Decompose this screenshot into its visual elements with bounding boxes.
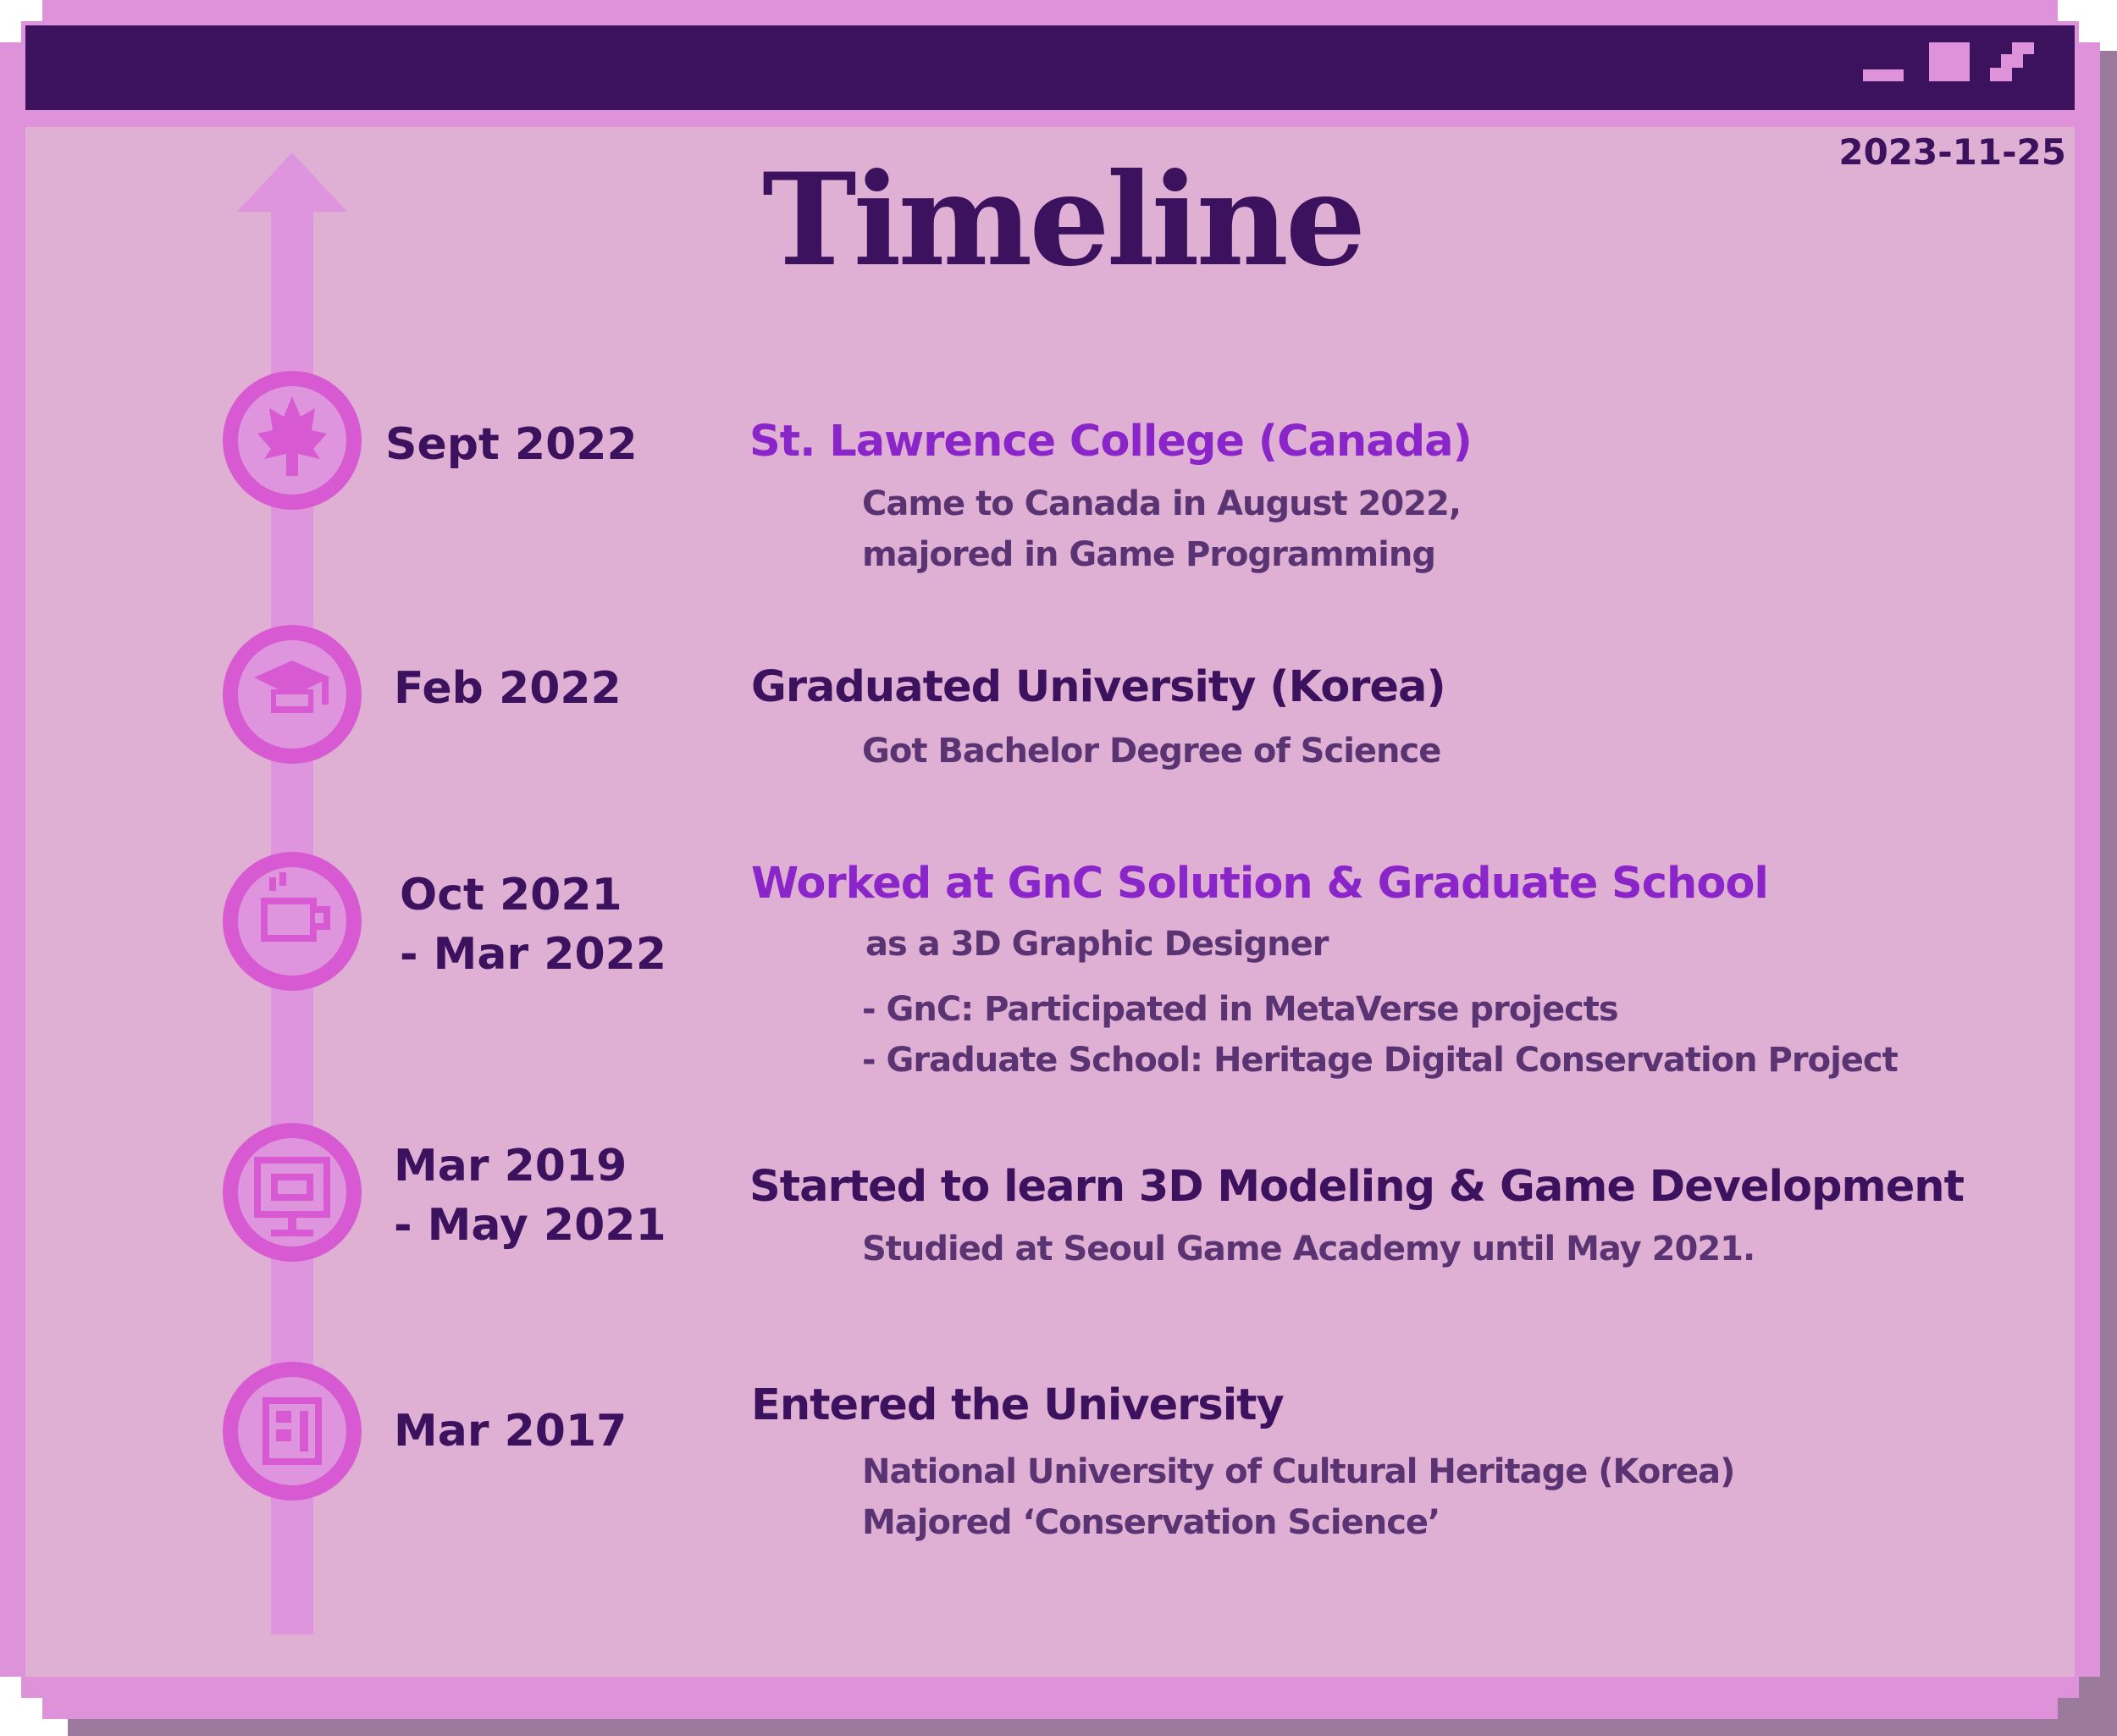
event-date: Feb 2022 — [394, 663, 622, 714]
event-heading: Started to learn 3D Modeling & Game Deve… — [749, 1162, 1965, 1212]
graduation-cap-icon — [220, 618, 364, 771]
event-details: Got Bachelor Degree of Science — [862, 732, 1441, 771]
minimize-icon[interactable] — [1863, 69, 1904, 81]
event-details: Came to Canada in August 2022, majored i… — [862, 484, 1462, 574]
timeline-node — [220, 618, 364, 771]
event-details: Studied at Seoul Game Academy until May … — [862, 1230, 1755, 1269]
event-heading: Worked at GnC Solution & Graduate School — [751, 859, 1769, 909]
timeline-node — [220, 364, 364, 517]
event-heading: Entered the University — [751, 1380, 1285, 1430]
close-icon[interactable] — [1990, 42, 2034, 81]
window-content — [25, 127, 2075, 1677]
window-date: 2023-11-25 — [1838, 131, 2066, 173]
building-icon — [220, 1355, 364, 1507]
event-date: Mar 2017 — [394, 1406, 627, 1457]
event-details: National University of Cultural Heritage… — [862, 1452, 1735, 1542]
event-role: as a 3D Graphic Designer — [865, 925, 1329, 964]
event-date: Oct 2021 - Mar 2022 — [400, 870, 666, 980]
timeline-node — [220, 845, 364, 998]
title-bar[interactable] — [25, 25, 2075, 110]
event-date: Mar 2019 - May 2021 — [394, 1141, 666, 1251]
event-details: - GnC: Participated in MetaVerse project… — [862, 990, 1899, 1080]
maple-leaf-icon — [220, 364, 364, 517]
event-heading: Graduated University (Korea) — [751, 662, 1446, 712]
timeline-node — [220, 1116, 364, 1269]
monitor-icon — [220, 1116, 364, 1269]
timeline-node — [220, 1355, 364, 1507]
maximize-icon[interactable] — [1929, 42, 1970, 81]
event-heading: St. Lawrence College (Canada) — [749, 417, 1473, 467]
coffee-cup-icon — [220, 845, 364, 998]
event-date: Sept 2022 — [385, 419, 638, 470]
page-title: Timeline — [762, 146, 1366, 295]
